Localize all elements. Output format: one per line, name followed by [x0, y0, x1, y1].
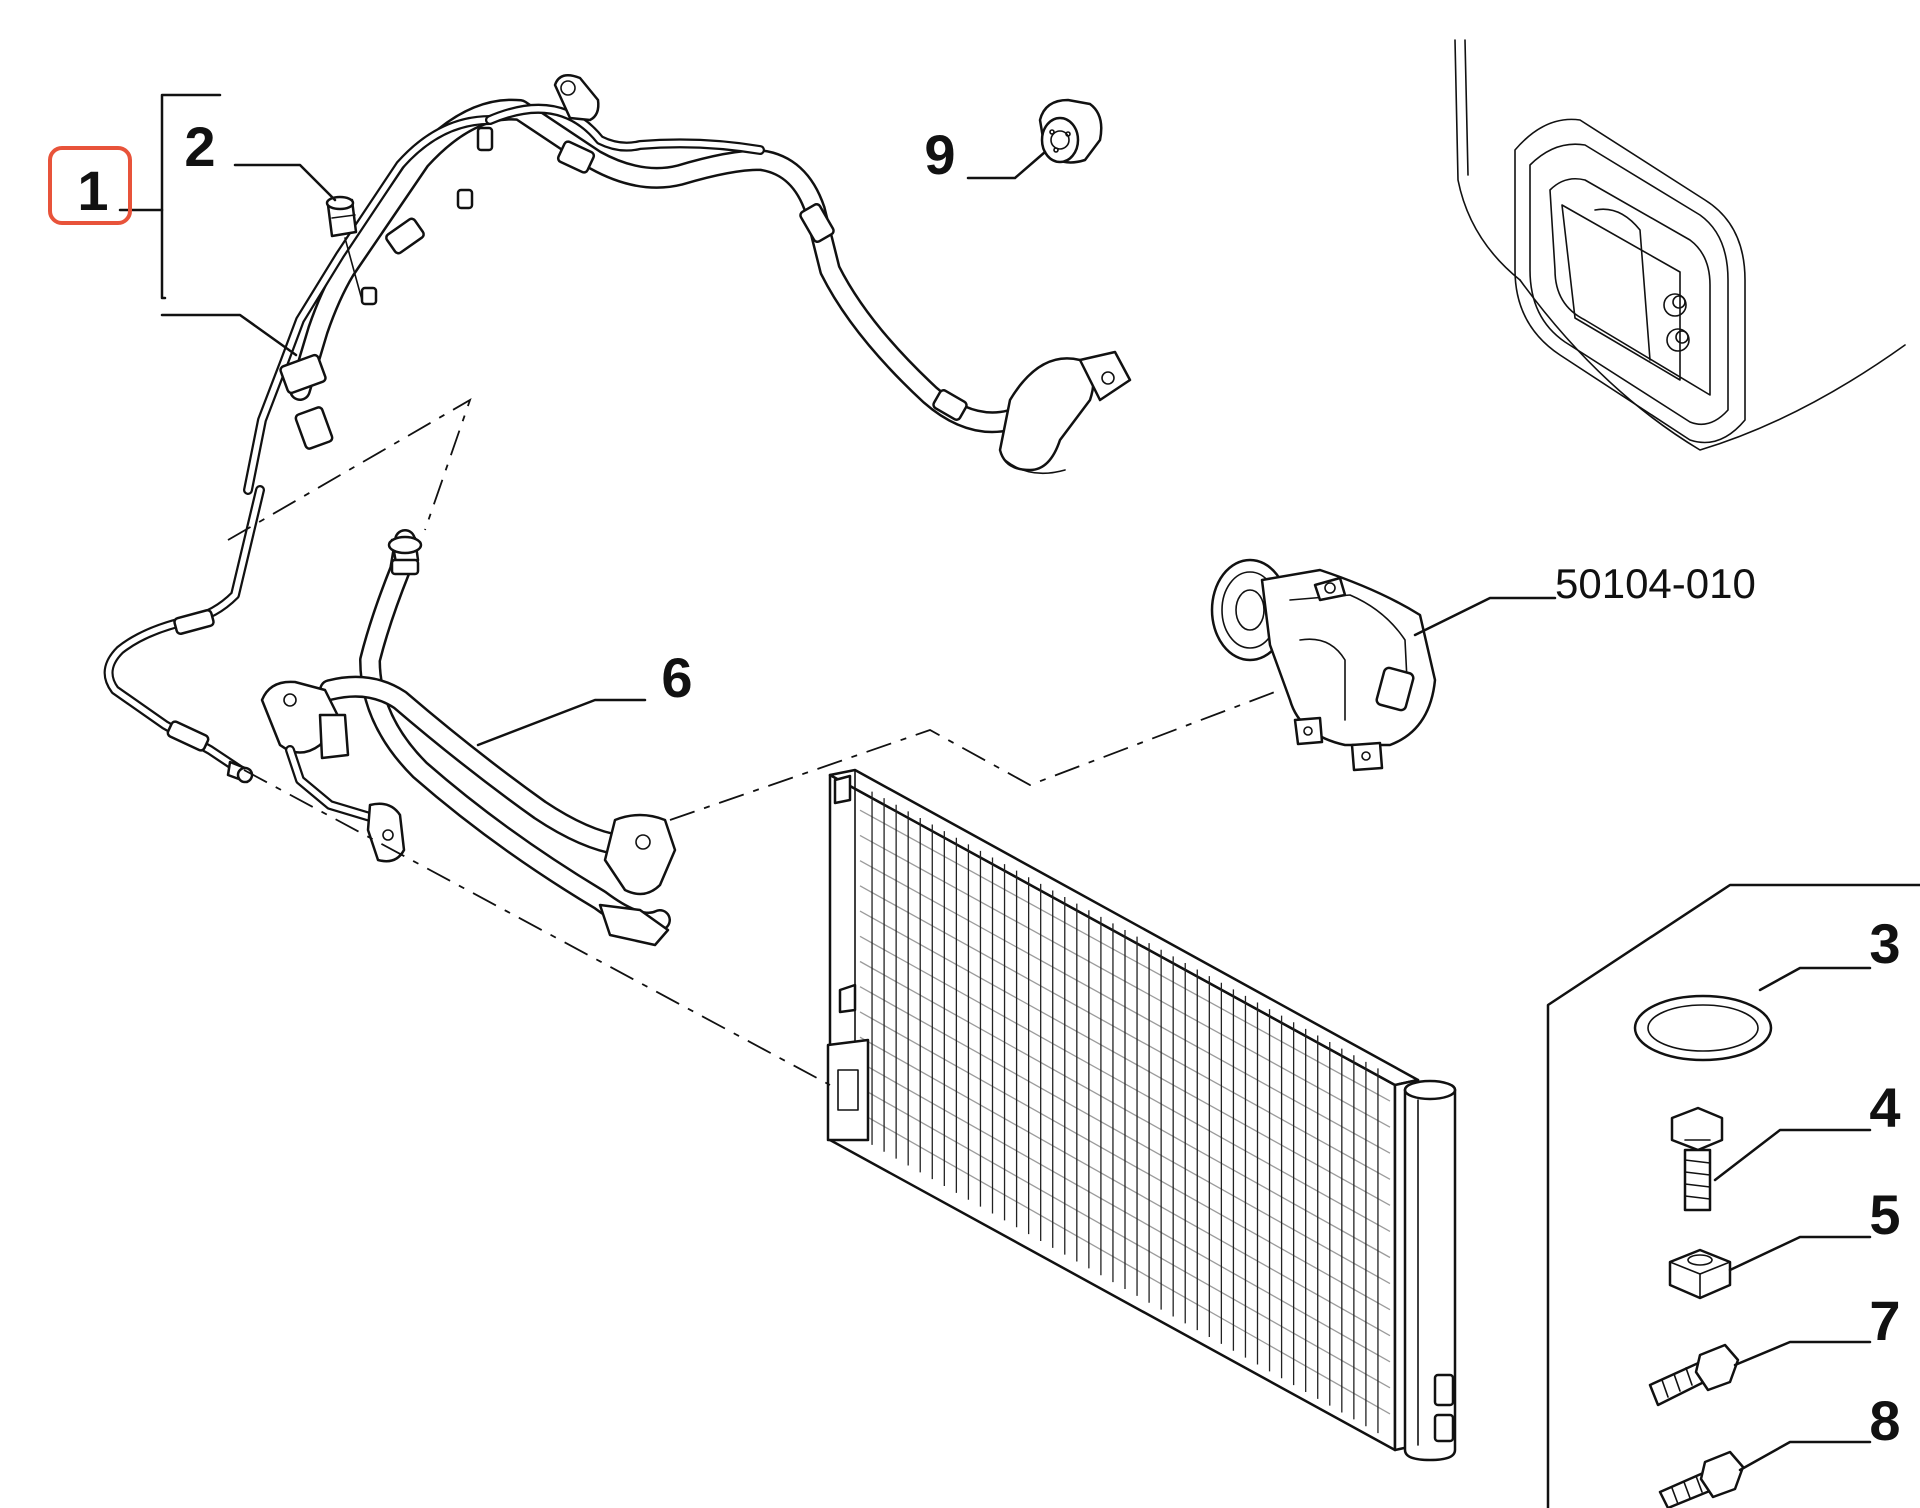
callout-8: 8: [1869, 1389, 1900, 1452]
lower-thin-pipe: [103, 485, 265, 784]
valve-part-2: [233, 163, 363, 301]
callout-5: 5: [1869, 1183, 1900, 1246]
upper-hose-assembly: [243, 73, 1132, 495]
dash-dot-connectors: [227, 398, 1281, 1086]
hose-part-6: [260, 529, 677, 947]
callout-9: 9: [924, 123, 955, 186]
callout-3: 3: [1869, 912, 1900, 975]
callout-labels: 1 2 9 6 50104-010 3 4 5 7 8: [48, 115, 1901, 1452]
callout-1-highlight: [48, 146, 132, 225]
callout-1: 1: [77, 159, 108, 222]
hardware-inset: [1546, 883, 1920, 1508]
callout-6: 6: [661, 646, 692, 709]
compressor: [1210, 558, 1557, 772]
cap-part-9: [966, 98, 1103, 180]
evaporator-housing: [1454, 39, 1906, 451]
part-1-bracket: [118, 93, 298, 357]
callout-2: 2: [184, 115, 215, 178]
condenser-fins: [859, 791, 1391, 1434]
callout-7: 7: [1869, 1289, 1900, 1352]
callout-ref-50104-010: 50104-010: [1555, 560, 1756, 607]
condenser: [826, 768, 1457, 1462]
callout-4: 4: [1869, 1076, 1900, 1139]
